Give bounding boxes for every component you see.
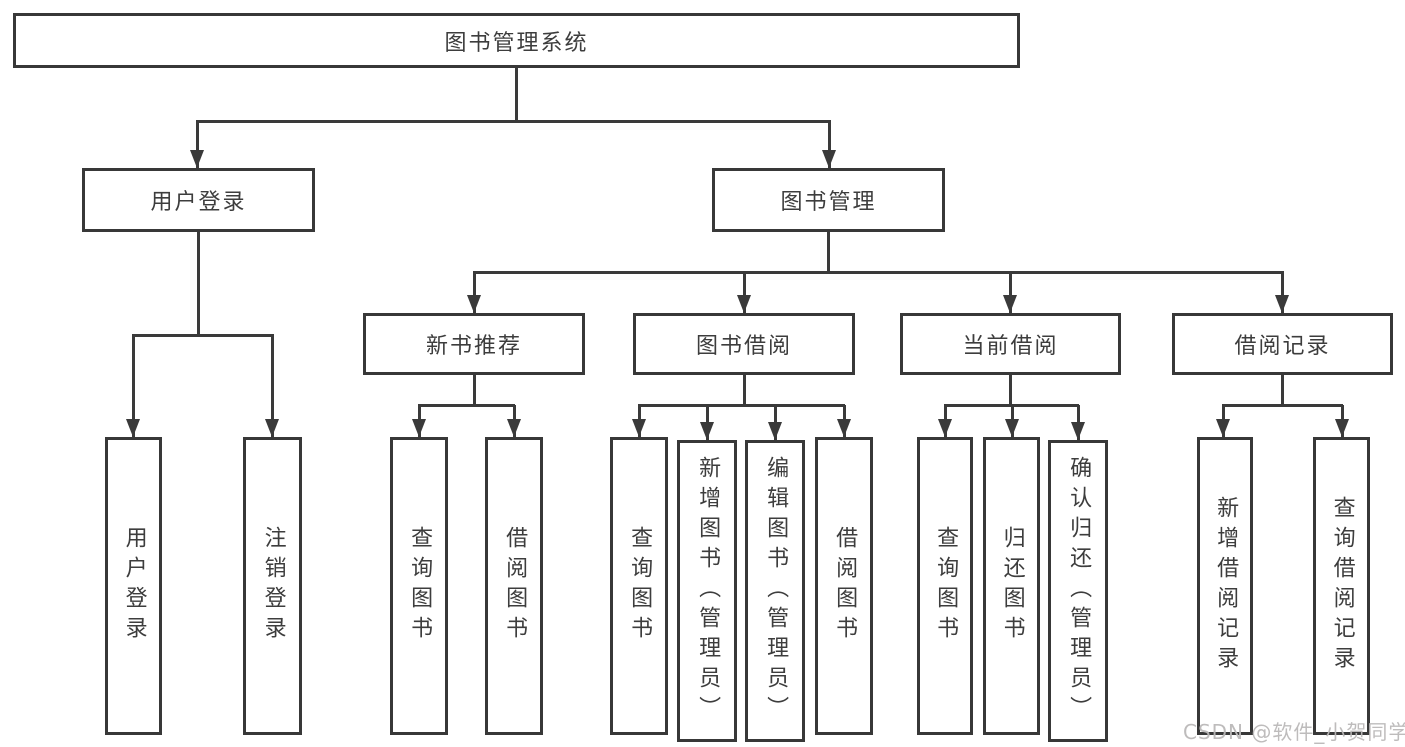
arrowhead-icon bbox=[632, 419, 646, 437]
connector-book-borrow-stem bbox=[743, 375, 746, 406]
connector-user-login-rail bbox=[132, 334, 274, 337]
node-root: 图书管理系统 bbox=[13, 13, 1020, 68]
arrowhead-icon bbox=[1275, 295, 1289, 313]
leaf-query-books-1: 查询图书 bbox=[390, 437, 448, 735]
connector-drop-user-login bbox=[196, 121, 199, 168]
leaf-borrow-books-1: 借阅图书 bbox=[485, 437, 543, 735]
leaf-edit-book-admin: 编辑图书（管理员） bbox=[745, 440, 805, 742]
leaf-add-borrow-record-label: 新增借阅记录 bbox=[1213, 496, 1239, 676]
leaf-edit-book-admin-label: 编辑图书（管理员） bbox=[763, 456, 789, 726]
arrowhead-icon bbox=[768, 422, 782, 440]
node-book-management: 图书管理 bbox=[712, 168, 945, 232]
arrowhead-icon bbox=[1216, 419, 1230, 437]
node-user-login: 用户登录 bbox=[82, 168, 315, 232]
arrowhead-icon bbox=[126, 419, 140, 437]
arrowhead-icon bbox=[737, 295, 751, 313]
arrowhead-icon bbox=[1071, 422, 1085, 440]
leaf-borrow-books-2: 借阅图书 bbox=[815, 437, 873, 735]
arrowhead-icon bbox=[822, 150, 836, 168]
leaf-user-login-label: 用户登录 bbox=[121, 526, 147, 646]
node-current-borrow-label: 当前借阅 bbox=[962, 334, 1059, 359]
arrowhead-icon bbox=[1003, 295, 1017, 313]
leaf-return-book: 归还图书 bbox=[983, 437, 1040, 735]
connector-current-borrow-stem bbox=[1009, 375, 1012, 406]
leaf-query-books-3: 查询图书 bbox=[917, 437, 973, 735]
arrowhead-icon bbox=[837, 419, 851, 437]
node-book-borrow: 图书借阅 bbox=[633, 313, 855, 375]
arrowhead-icon bbox=[190, 150, 204, 168]
leaf-query-borrow-record: 查询借阅记录 bbox=[1313, 437, 1370, 735]
leaf-borrow-books-2-label: 借阅图书 bbox=[832, 526, 858, 646]
connector-book-management-rail bbox=[473, 271, 1284, 274]
leaf-query-books-3-label: 查询图书 bbox=[933, 526, 959, 646]
connector-new-book-rail bbox=[418, 404, 515, 407]
leaf-confirm-return-admin-label: 确认归还（管理员） bbox=[1066, 456, 1092, 726]
connector-drop-book-management bbox=[828, 121, 831, 168]
node-user-login-label: 用户登录 bbox=[150, 190, 247, 215]
connector-drop-leaf-user-login bbox=[132, 335, 135, 437]
watermark: CSDN @软件_小贺同学 bbox=[1183, 720, 1405, 744]
arrowhead-icon bbox=[467, 295, 481, 313]
node-new-book-recommend: 新书推荐 bbox=[363, 313, 585, 375]
arrowhead-icon bbox=[507, 419, 521, 437]
leaf-query-borrow-record-label: 查询借阅记录 bbox=[1329, 496, 1355, 676]
node-borrow-records-label: 借阅记录 bbox=[1234, 334, 1331, 359]
leaf-user-login: 用户登录 bbox=[105, 437, 162, 735]
leaf-confirm-return-admin: 确认归还（管理员） bbox=[1048, 440, 1108, 742]
connector-drop-new-book-recommend bbox=[473, 272, 476, 313]
connector-drop-leaf-logout bbox=[271, 335, 274, 437]
connector-root-rail bbox=[196, 120, 831, 123]
arrowhead-icon bbox=[412, 419, 426, 437]
node-borrow-records: 借阅记录 bbox=[1172, 313, 1393, 375]
node-book-management-label: 图书管理 bbox=[780, 190, 877, 215]
leaf-query-books-2-label: 查询图书 bbox=[627, 526, 653, 646]
connector-drop-book-borrow bbox=[743, 272, 746, 313]
connector-book-management-stem bbox=[827, 232, 830, 273]
connector-new-book-stem bbox=[473, 375, 476, 406]
arrowhead-icon bbox=[1335, 419, 1349, 437]
connector-root-stem bbox=[515, 68, 518, 121]
node-new-book-recommend-label: 新书推荐 bbox=[425, 334, 522, 359]
leaf-add-book-admin-label: 新增图书（管理员） bbox=[695, 456, 721, 726]
connector-user-login-stem bbox=[197, 232, 200, 335]
connector-drop-borrow-records bbox=[1281, 272, 1284, 313]
leaf-query-books-1-label: 查询图书 bbox=[407, 526, 433, 646]
leaf-return-book-label: 归还图书 bbox=[999, 526, 1025, 646]
connector-drop-current-borrow bbox=[1009, 272, 1012, 313]
arrowhead-icon bbox=[700, 422, 714, 440]
leaf-logout-label: 注销登录 bbox=[260, 526, 286, 646]
leaf-add-borrow-record: 新增借阅记录 bbox=[1197, 437, 1253, 735]
connector-borrow-records-rail bbox=[1222, 404, 1343, 407]
arrowhead-icon bbox=[938, 419, 952, 437]
node-current-borrow: 当前借阅 bbox=[900, 313, 1121, 375]
leaf-logout: 注销登录 bbox=[243, 437, 302, 735]
node-book-borrow-label: 图书借阅 bbox=[695, 334, 792, 359]
connector-borrow-records-stem bbox=[1281, 375, 1284, 406]
arrowhead-icon bbox=[265, 419, 279, 437]
leaf-add-book-admin: 新增图书（管理员） bbox=[677, 440, 737, 742]
arrowhead-icon bbox=[1005, 419, 1019, 437]
leaf-borrow-books-1-label: 借阅图书 bbox=[502, 526, 528, 646]
node-root-label: 图书管理系统 bbox=[444, 30, 589, 56]
connector-book-borrow-rail bbox=[638, 404, 845, 407]
leaf-query-books-2: 查询图书 bbox=[610, 437, 668, 735]
